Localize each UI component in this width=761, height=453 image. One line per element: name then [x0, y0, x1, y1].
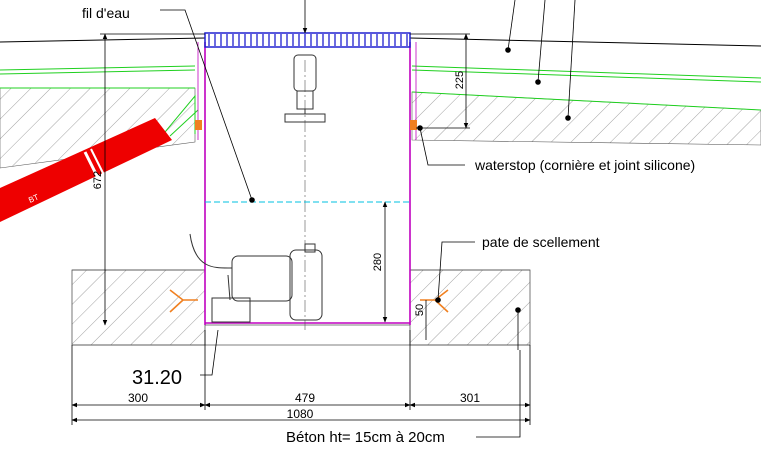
ground-layers	[0, 37, 761, 169]
leader-lines	[160, 0, 576, 438]
dim-280: 280	[372, 253, 384, 271]
label-beton: Béton ht= 15cm à 20cm	[286, 429, 445, 446]
leader-dots	[249, 47, 571, 313]
dim-50: 50	[414, 304, 426, 316]
float-sensor-icon	[284, 54, 326, 123]
dim-1080: 1080	[287, 407, 314, 421]
label-fil-deau: fil d'eau	[82, 5, 130, 21]
dim-479: 479	[295, 391, 315, 405]
anchor-right-icon	[420, 289, 449, 313]
waterstop-right	[410, 120, 417, 130]
dimension-lines	[71, 0, 531, 425]
concrete-base	[71, 269, 531, 346]
waterstop-left	[195, 120, 202, 130]
grating	[204, 32, 411, 48]
dim-300: 300	[128, 391, 148, 405]
chamber	[197, 42, 417, 330]
dim-672: 672	[92, 171, 104, 189]
pump-icon	[189, 233, 323, 323]
label-waterstop: waterstop (cornière et joint silicone)	[474, 157, 695, 173]
dim-225: 225	[454, 71, 466, 89]
pipe-tag: BT	[27, 192, 40, 204]
anchor-left-icon	[169, 289, 198, 313]
label-pate-de-scellement: pate de scellement	[482, 234, 600, 250]
dim-301: 301	[460, 391, 480, 405]
inlet-pipe: BT	[0, 118, 172, 222]
label-level-3120: 31.20	[132, 367, 182, 389]
